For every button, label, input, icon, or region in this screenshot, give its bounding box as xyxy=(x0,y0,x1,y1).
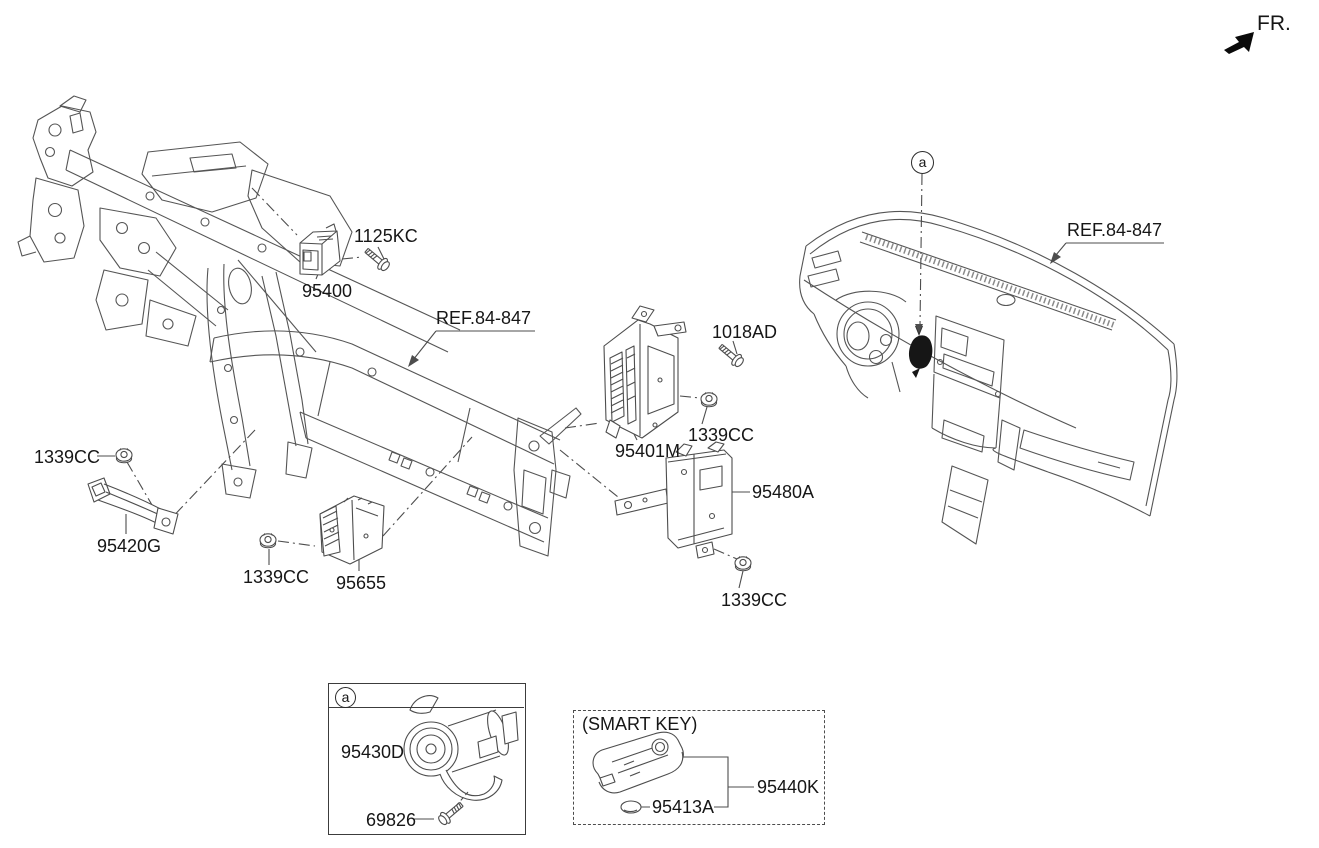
callout-1018ad: 1018AD xyxy=(712,322,778,342)
callout-1339cc-skunit: 1339CC xyxy=(721,590,788,610)
junction-box-95401m-drawing xyxy=(603,305,687,439)
bolt-1125kc-icon xyxy=(361,244,393,274)
callout-95440k: 95440K xyxy=(757,777,820,797)
callout-1339cc-module: 1339CC xyxy=(243,567,310,587)
dashboard-drawing xyxy=(799,210,1178,545)
callout-69826: 69826 xyxy=(366,810,417,830)
nut-1339cc-antenna-icon xyxy=(115,447,133,464)
detail-box-a xyxy=(328,683,526,835)
start-button-location-mark xyxy=(908,335,933,378)
callout-95400: 95400 xyxy=(302,281,353,301)
cowl-crossmember-drawing xyxy=(17,95,582,557)
callout-95420g: 95420G xyxy=(97,536,162,556)
bolt-1018ad-icon xyxy=(715,340,747,370)
antenna-95420g-drawing xyxy=(87,477,179,535)
fr-direction-arrow xyxy=(1224,32,1254,54)
nut-1339cc-junction-icon xyxy=(700,391,718,408)
callout-95655: 95655 xyxy=(336,573,387,593)
callout-95401m: 95401M xyxy=(615,441,681,461)
detail-box-a-divider xyxy=(328,707,524,708)
fr-label: FR. xyxy=(1257,12,1291,35)
nut-1339cc-skunit-icon xyxy=(734,555,752,572)
callout-1339cc-antenna: 1339CC xyxy=(34,447,101,467)
detail-marker-dashboard: a xyxy=(911,151,934,174)
battery-95413a-drawing xyxy=(620,800,642,814)
callout-95430d: 95430D xyxy=(341,742,405,762)
module-95655-drawing xyxy=(319,495,385,565)
smart-key-box xyxy=(573,710,825,825)
callout-1339cc-junction: 1339CC xyxy=(688,425,755,445)
smart-key-unit-95480a-drawing xyxy=(614,441,733,559)
relay-95400-drawing xyxy=(299,223,341,276)
smart-key-box-title: (SMART KEY) xyxy=(582,714,698,734)
start-button-95430d-drawing xyxy=(403,695,519,807)
smart-key-fob-drawing xyxy=(592,731,684,794)
detail-marker-box: a xyxy=(335,687,356,708)
callout-95413a: 95413A xyxy=(652,797,715,817)
callout-95480a: 95480A xyxy=(752,482,815,502)
ref-dashboard-label: REF.84-847 xyxy=(1067,220,1163,240)
ref-crossmember-label: REF.84-847 xyxy=(436,308,532,328)
callout-1125kc: 1125KC xyxy=(354,226,418,246)
nut-1339cc-module-icon xyxy=(259,532,277,549)
locator-dash-lines xyxy=(126,173,923,560)
